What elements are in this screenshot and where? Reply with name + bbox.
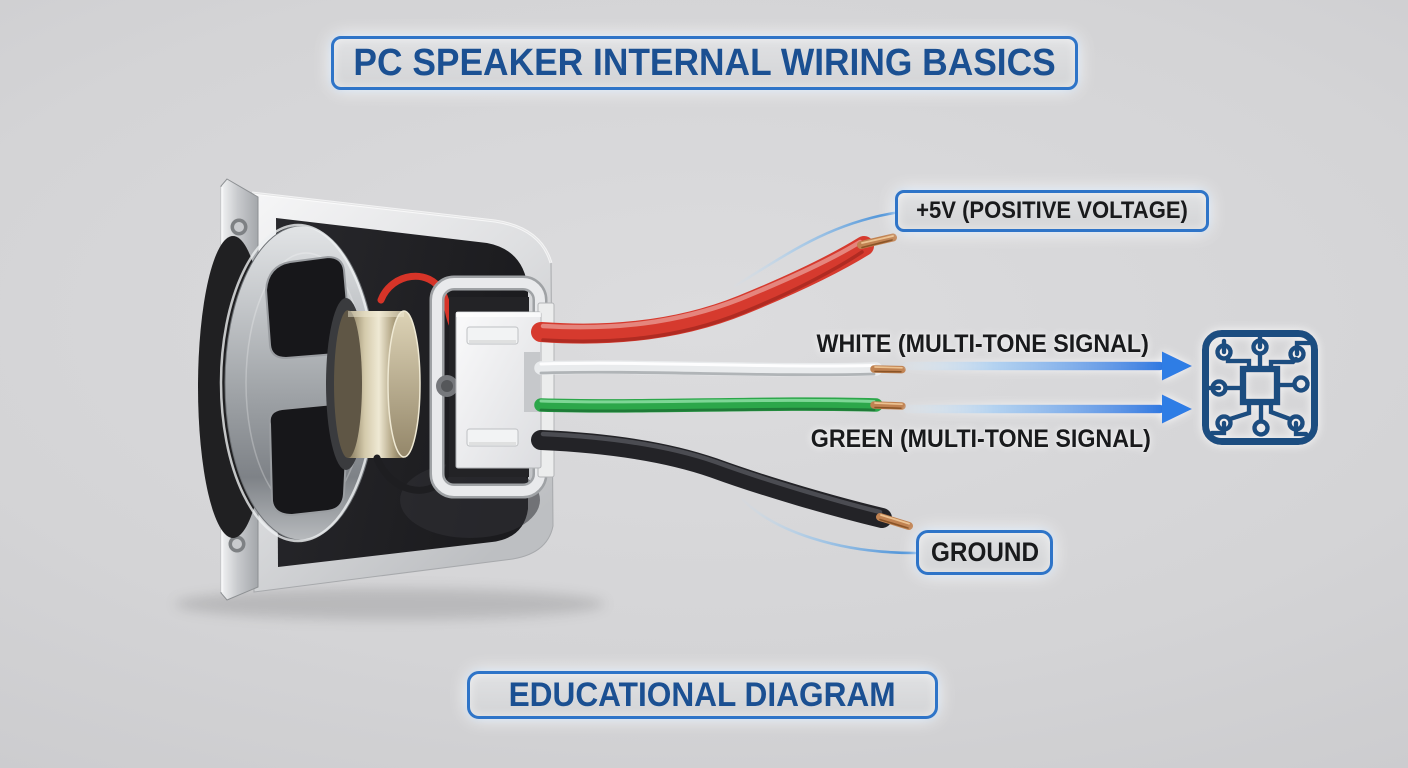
connector-latch-top: [466, 326, 519, 345]
speaker-ground-shadow: [175, 588, 605, 620]
footer-badge-text: EDUCATIONAL DIAGRAM: [508, 675, 897, 714]
white-wire-label: WHITE (MULTI-TONE SIGNAL): [816, 329, 1150, 358]
red-wire-label-badge: +5V (POSITIVE VOLTAGE): [895, 190, 1209, 232]
black-wire-label-badge: GROUND: [916, 530, 1053, 575]
basket-window-bottom: [268, 402, 350, 517]
callout-line-5v: [733, 211, 896, 288]
white-wire-copper-tip: [870, 365, 906, 374]
red-wire-copper-tip: [857, 233, 897, 249]
callout-line-ground: [740, 497, 917, 555]
green-wire-copper-tip: [870, 401, 906, 410]
speaker-magnet: [334, 310, 421, 458]
black-wire: [531, 430, 913, 530]
red-wire-label: +5V (POSITIVE VOLTAGE): [916, 197, 1188, 224]
connector-latch-bottom: [466, 428, 519, 447]
green-wire-label-row: GREEN (MULTI-TONE SIGNAL): [803, 424, 1158, 454]
black-wire-label: GROUND: [930, 537, 1039, 567]
speaker-basket: [219, 223, 378, 543]
black-wire-copper-tip: [876, 513, 913, 530]
title-badge: PC SPEAKER INTERNAL WIRING BASICS: [331, 36, 1078, 90]
white-wire-label-row: WHITE (MULTI-TONE SIGNAL): [808, 329, 1158, 359]
footer-badge: EDUCATIONAL DIAGRAM: [467, 671, 938, 719]
page-title: PC SPEAKER INTERNAL WIRING BASICS: [353, 41, 1056, 84]
green-wire-label: GREEN (MULTI-TONE SIGNAL): [810, 424, 1151, 453]
signal-arrow-green: [903, 394, 1192, 424]
white-wire: [534, 360, 906, 377]
red-wire: [531, 233, 897, 344]
signal-arrow-white: [903, 351, 1192, 381]
green-wire: [534, 397, 906, 413]
speaker-illustration: [198, 178, 555, 601]
circuit-chip-icon: [1202, 330, 1318, 445]
